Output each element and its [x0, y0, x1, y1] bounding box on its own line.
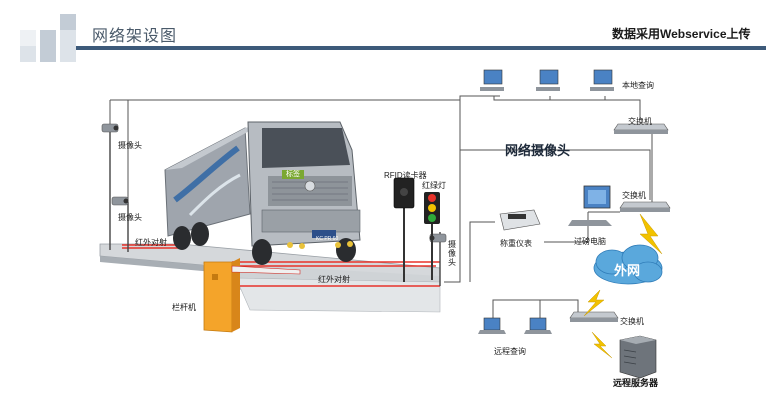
weighing-pc-icon: [568, 185, 612, 226]
switch-icon-bottom: [569, 311, 619, 322]
label-infrared-left: 红外对射: [135, 238, 167, 247]
truck-plate-text: KC PR 60: [316, 236, 339, 242]
camera-icon-left-top: [101, 123, 119, 133]
pc-icon-local-3: [590, 69, 614, 91]
weigh-indicator-icon: [499, 209, 541, 231]
label-rfid-reader: RFID读卡器: [384, 171, 427, 180]
server-icon: [619, 335, 657, 379]
label-barrier-gate: 栏杆机: [172, 303, 196, 312]
label-weigh-pc: 过磅电脑: [574, 237, 606, 246]
page-title: 网络架设图: [92, 28, 178, 45]
traffic-light-icon: [424, 192, 440, 280]
label-camera-right: 摄像头: [448, 240, 456, 267]
upload-caption: 数据采用Webservice上传: [612, 27, 751, 41]
label-traffic-light: 红绿灯: [422, 181, 446, 190]
label-local-query: 本地查询: [622, 81, 654, 90]
rfid-reader-icon: [393, 177, 415, 282]
pc-icon-local-1: [480, 69, 504, 91]
label-network-camera: 网络摄像头: [505, 143, 571, 158]
external-net-cloud: [593, 244, 663, 285]
truck-tag-text: 标签: [286, 171, 300, 178]
label-weigh-indicator: 称重仪表: [500, 239, 532, 248]
label-infrared-mid: 红外对射: [318, 275, 350, 284]
label-remote-server: 远程服务器: [613, 378, 659, 388]
pc-icon-local-2: [536, 69, 560, 91]
label-remote-query: 远程查询: [494, 347, 526, 356]
switch-icon-top: [613, 123, 669, 134]
truck-illustration: [164, 121, 361, 265]
label-switch-mid: 交换机: [622, 191, 646, 200]
header-squares: [20, 14, 76, 62]
label-camera-left-mid: 摄像头: [118, 213, 142, 222]
label-camera-left-top: 摄像头: [118, 141, 142, 150]
label-switch-top: 交换机: [628, 117, 652, 126]
camera-poles-left: [109, 132, 129, 252]
laptop-icon-remote-1: [478, 317, 506, 334]
label-switch-bottom: 交换机: [620, 317, 644, 326]
lightning-icons: [583, 213, 663, 359]
camera-icon-left-mid: [111, 196, 129, 206]
header-bar: [76, 46, 766, 50]
label-external-net: 外网: [614, 263, 641, 278]
switch-icon-mid: [619, 201, 671, 212]
laptop-icon-remote-2: [524, 317, 552, 334]
barrier-gate: [203, 258, 301, 333]
